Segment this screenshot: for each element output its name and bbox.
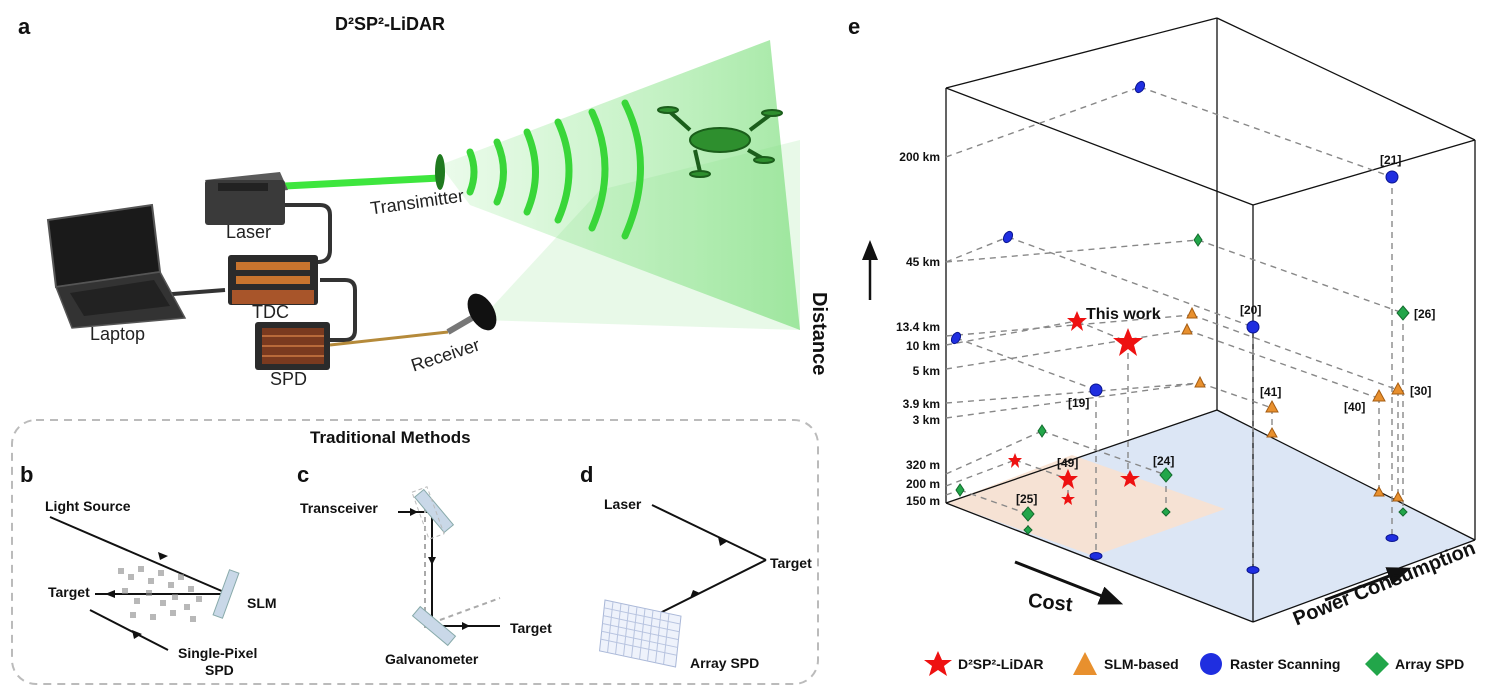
array-spd-grid [598, 599, 682, 668]
target-label-d: Target [770, 555, 812, 571]
legend-triangle-icon [1073, 652, 1097, 675]
panel-b-artwork [49, 516, 240, 651]
tick-label: 13.4 km [895, 320, 940, 334]
slm-based-points [1181, 306, 1405, 502]
tick-label: 5 km [912, 364, 940, 378]
point-label: [40] [1344, 400, 1366, 414]
laser-beam [284, 174, 441, 190]
this-work-annotation: This work [1086, 306, 1161, 323]
tdc-device [228, 255, 318, 305]
legend-diamond-icon [1365, 652, 1389, 676]
tick-label: 3.9 km [902, 397, 940, 411]
point-label: [41] [1260, 385, 1282, 399]
panel-e-chart [862, 17, 1476, 676]
legend-item-raster: Raster Scanning [1230, 656, 1341, 672]
receiver-fiber [329, 330, 449, 347]
panel-a-artwork [46, 40, 800, 370]
legend-star-icon [924, 651, 952, 676]
slm-label: SLM [247, 595, 277, 611]
legend-item-slm: SLM-based [1104, 656, 1179, 672]
point-label: [30] [1410, 384, 1432, 398]
point-label: [24] [1153, 454, 1175, 468]
point-label: [21] [1380, 153, 1402, 167]
panel-a-title: D²SP²-LiDAR [335, 14, 445, 34]
highlight-region [946, 455, 1225, 556]
legend-item-array-spd: Array SPD [1395, 656, 1465, 672]
single-pixel-label-line1: Single-Pixel [178, 645, 258, 661]
tick-label: 320 m [905, 458, 940, 472]
panel-e-letter: e [848, 14, 861, 39]
galvanometer-label: Galvanometer [385, 651, 479, 667]
laptop-label: Laptop [90, 324, 146, 344]
light-source-label: Light Source [45, 498, 131, 514]
speckle-pattern [118, 566, 202, 622]
tick-label: 200 km [899, 150, 940, 164]
point-label: [20] [1240, 303, 1262, 317]
spd-device [255, 322, 330, 370]
transmitter-lens [435, 154, 445, 190]
tick-label: 200 m [905, 477, 940, 491]
tdc-label: TDC [252, 302, 289, 322]
panel-a-letter: a [18, 14, 31, 39]
guide-lines [945, 86, 1404, 570]
distance-axis-label: Distance [808, 292, 830, 376]
tick-label: 3 km [912, 413, 940, 427]
raster-scanning-points [950, 80, 1399, 574]
panel-d-letter: d [580, 462, 594, 487]
laser-label-d: Laser [604, 496, 642, 512]
return-cone [480, 140, 800, 330]
laser-device [205, 172, 288, 225]
single-pixel-label-line2: SPD [205, 662, 234, 678]
tick-label: 10 km [905, 339, 940, 353]
beam-cone [440, 40, 800, 330]
traditional-methods-box [11, 419, 819, 685]
transceiver-label: Transceiver [300, 500, 378, 516]
traditional-methods-title: Traditional Methods [310, 428, 471, 447]
receiver-icon [446, 293, 497, 335]
tick-label: 150 m [905, 494, 940, 508]
panel-d-artwork [598, 504, 767, 668]
panel-c-letter: c [297, 462, 310, 487]
tick-label: 45 km [905, 255, 940, 269]
point-label: [49] [1057, 456, 1079, 470]
cost-axis-arrow [1014, 560, 1124, 605]
point-label: [19] [1068, 396, 1090, 410]
box-edges [945, 17, 1476, 623]
point-label: [25] [1016, 492, 1038, 506]
target-label-c: Target [510, 620, 552, 636]
power-axis-arrow [1324, 567, 1412, 602]
spd-label: SPD [270, 369, 308, 389]
legend-item-d2sp2: D²SP²-LiDAR [958, 656, 1044, 672]
panel-b-letter: b [20, 462, 34, 487]
point-label: [26] [1414, 307, 1436, 321]
cost-axis-label: Cost [1027, 589, 1074, 617]
array-spd-points [955, 233, 1410, 535]
wave-arcs [466, 99, 644, 240]
legend-circle-icon [1200, 653, 1222, 675]
d2sp2-lidar-points [1008, 311, 1143, 505]
panel-c-artwork [398, 486, 501, 647]
array-spd-label: Array SPD [690, 655, 760, 671]
laptop-icon [46, 203, 187, 329]
laser-label: Laser [226, 222, 272, 242]
target-label-b: Target [48, 584, 90, 600]
drone-icon [657, 106, 783, 178]
